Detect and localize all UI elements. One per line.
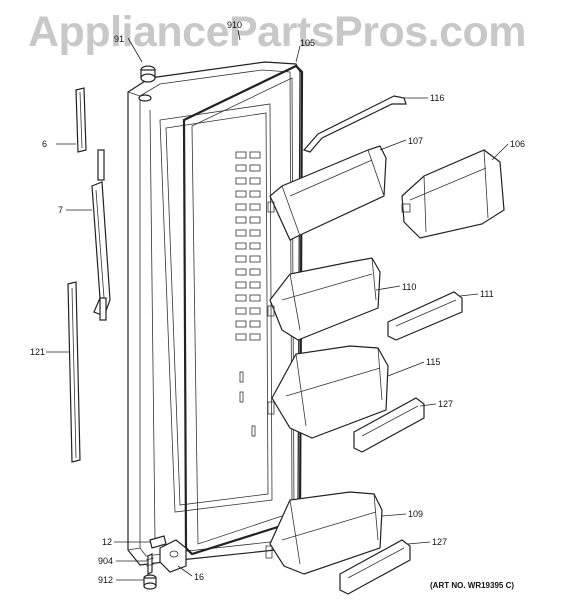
callout-105: 105 (300, 38, 315, 48)
shelf-stud (235, 281, 247, 289)
shelf-stud (249, 320, 261, 328)
shelf-stud (249, 203, 261, 211)
hinge-cap-91 (138, 65, 156, 102)
callout-121: 121 (30, 347, 45, 357)
shelf-stud (249, 151, 261, 159)
shelf-stud (249, 281, 261, 289)
shelf-stud (249, 242, 261, 250)
callout-12: 12 (102, 537, 112, 547)
shelf-stud (249, 190, 261, 198)
shelf-stud (249, 307, 261, 315)
shelf-stud (249, 255, 261, 263)
shelf-stud (235, 242, 247, 250)
shelf-stud (249, 333, 261, 341)
bar-116 (302, 95, 407, 153)
bin-107 (267, 145, 387, 241)
shelf-stud (249, 229, 261, 237)
callout-127-lower: 127 (432, 537, 447, 547)
bin-115 (267, 345, 389, 439)
callout-labels: 910 91 105 116 6 107 106 7 110 111 121 1… (30, 20, 525, 590)
art-number: (ART NO. WR19395 C) (430, 581, 514, 590)
shelf-127-lower (339, 539, 411, 595)
liner-shelf-studs (235, 151, 261, 437)
shelf-stud (235, 307, 247, 315)
shelf-stud (235, 177, 247, 185)
callout-6: 6 (42, 139, 47, 149)
shelf-111 (387, 291, 463, 341)
callout-115: 115 (426, 357, 440, 367)
shelf-stud (235, 333, 247, 341)
shelf-stud (249, 164, 261, 172)
callout-116: 116 (430, 93, 444, 103)
trim-strip-6 (75, 87, 87, 153)
callout-912: 912 (98, 575, 113, 585)
trim-strip-121 (67, 281, 81, 463)
callout-16: 16 (194, 572, 204, 582)
bin-109 (265, 491, 383, 575)
callout-109: 109 (408, 509, 423, 519)
callout-91: 91 (114, 34, 124, 44)
shelf-stud (235, 164, 247, 172)
shelf-stud (235, 151, 247, 159)
bin-110 (267, 257, 381, 341)
shelf-stud (235, 320, 247, 328)
callout-106: 106 (510, 139, 525, 149)
screw-904 (145, 553, 155, 575)
watermark-text: AppliancePartsPros.com (28, 8, 527, 56)
callout-110: 110 (402, 282, 416, 292)
shelf-stud (235, 216, 247, 224)
shelf-stud (235, 294, 247, 302)
callout-904: 904 (98, 556, 113, 566)
shelf-stud (235, 203, 247, 211)
shelf-stud (249, 216, 261, 224)
shelf-stud (235, 268, 247, 276)
callout-111: 111 (480, 289, 494, 299)
door-liner (159, 103, 273, 513)
shelf-127-upper (353, 397, 425, 453)
callout-7: 7 (58, 205, 63, 215)
callout-107: 107 (408, 136, 423, 146)
shelf-stud (235, 229, 247, 237)
cover-106 (401, 149, 505, 239)
leader-lines (46, 29, 509, 581)
shelf-stud (249, 294, 261, 302)
hinge-16 (159, 539, 187, 573)
callout-910: 910 (227, 20, 242, 30)
shelf-stud (249, 177, 261, 185)
shelf-stud (249, 268, 261, 276)
bushing-912 (143, 574, 157, 590)
shelf-stud (235, 190, 247, 198)
callout-127-upper: 127 (438, 399, 453, 409)
door-handle-7 (91, 149, 111, 321)
bracket-12 (149, 535, 167, 549)
shelf-stud (235, 255, 247, 263)
